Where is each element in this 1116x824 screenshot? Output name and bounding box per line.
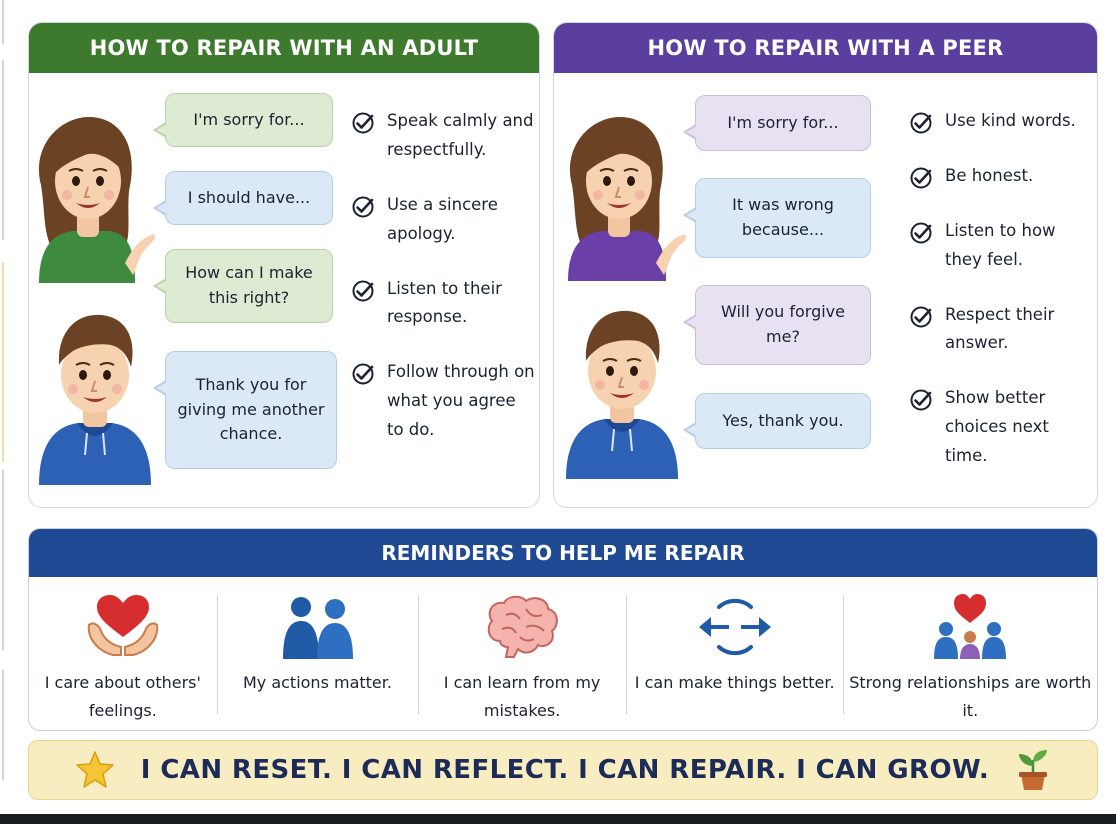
- reminder-item: Strong relationships are worth it.: [843, 577, 1097, 730]
- peer-repair-panel: HOW TO REPAIR WITH A PEER: [553, 22, 1098, 508]
- check-icon: [909, 305, 933, 329]
- check-icon: [351, 111, 375, 135]
- check-icon: [351, 279, 375, 303]
- reminder-item: My actions matter.: [216, 577, 419, 730]
- circular-arrows-icon: [698, 598, 771, 656]
- speech-bubble: Yes, thank you.: [683, 393, 871, 449]
- heart-hands-icon: [87, 595, 159, 656]
- peer-panel-title: HOW TO REPAIR WITH A PEER: [554, 23, 1097, 73]
- reminder-label: I care about others' feelings.: [44, 673, 201, 720]
- reminders-row: I care about others' feelings. My action…: [29, 577, 1097, 730]
- speech-bubble: Will you forgive me?: [683, 285, 871, 365]
- star-icon: [76, 751, 114, 788]
- adult-tips-list: Speak calmly and respectfully. Use a sin…: [351, 107, 535, 445]
- check-icon: [909, 388, 933, 412]
- tip-item: Listen to how they feel.: [909, 217, 1079, 275]
- check-icon: [351, 362, 375, 386]
- check-icon: [351, 195, 375, 219]
- adult-panel-title: HOW TO REPAIR WITH AN ADULT: [29, 23, 539, 73]
- tip-item: Be honest.: [909, 162, 1079, 191]
- peer-panel-body: I'm sorry for... It was wrong because...…: [554, 73, 1097, 507]
- speech-bubble: It was wrong because...: [683, 178, 871, 258]
- edge-mark: [0, 670, 4, 780]
- brain-icon: [487, 595, 558, 658]
- tip-item: Use a sincere apology.: [351, 191, 535, 249]
- edge-mark: [0, 0, 4, 44]
- boy-figure: [566, 310, 678, 479]
- reminder-item: I can learn from my mistakes.: [418, 577, 626, 730]
- reminder-label: Strong relationships are worth it.: [849, 673, 1092, 720]
- family-heart-icon: [934, 594, 1007, 659]
- reminders-panel: REMINDERS TO HELP ME REPAIR I care about…: [28, 528, 1098, 731]
- check-icon: [909, 166, 933, 190]
- sprout-icon: [1019, 750, 1048, 790]
- tip-item: Speak calmly and respectfully.: [351, 107, 535, 165]
- edge-mark: [0, 60, 4, 240]
- check-icon: [909, 111, 933, 135]
- reminder-label: I can make things better.: [634, 673, 835, 692]
- motto-text: I CAN RESET. I CAN REFLECT. I CAN REPAIR…: [140, 755, 990, 785]
- bottom-bar: [0, 814, 1116, 824]
- tip-item: Respect their answer.: [909, 301, 1079, 359]
- reminder-item: I can make things better.: [625, 577, 844, 730]
- adult-panel-body: I'm sorry for... I should have... How ca…: [29, 73, 539, 507]
- two-people-icon: [283, 597, 354, 659]
- speech-bubble: Thank you for giving me another chance.: [153, 351, 337, 469]
- girl-figure: [38, 117, 156, 283]
- tip-item: Show better choices next time.: [909, 384, 1079, 471]
- speech-bubble: I'm sorry for...: [683, 95, 871, 151]
- edge-mark: [0, 262, 4, 462]
- reminder-label: I can learn from my mistakes.: [443, 673, 601, 720]
- motto-banner: I CAN RESET. I CAN REFLECT. I CAN REPAIR…: [28, 740, 1098, 800]
- tip-item: Use kind words.: [909, 107, 1079, 136]
- speech-bubble: I should have...: [153, 171, 333, 225]
- peer-tips-list: Use kind words. Be honest. Listen to how…: [909, 107, 1079, 471]
- tip-item: Follow through on what you agree to do.: [351, 358, 535, 445]
- speech-bubble: I'm sorry for...: [153, 93, 333, 147]
- speech-bubble: How can I make this right?: [153, 249, 333, 323]
- reminders-title: REMINDERS TO HELP ME REPAIR: [29, 529, 1097, 577]
- boy-figure: [39, 314, 151, 485]
- girl-figure: [568, 117, 687, 281]
- tip-item: Listen to their response.: [351, 275, 535, 333]
- adult-repair-panel: HOW TO REPAIR WITH AN ADULT: [28, 22, 540, 508]
- reminder-label: My actions matter.: [242, 673, 392, 692]
- check-icon: [909, 221, 933, 245]
- edge-mark: [0, 470, 4, 650]
- reminder-item: I care about others' feelings.: [29, 577, 217, 730]
